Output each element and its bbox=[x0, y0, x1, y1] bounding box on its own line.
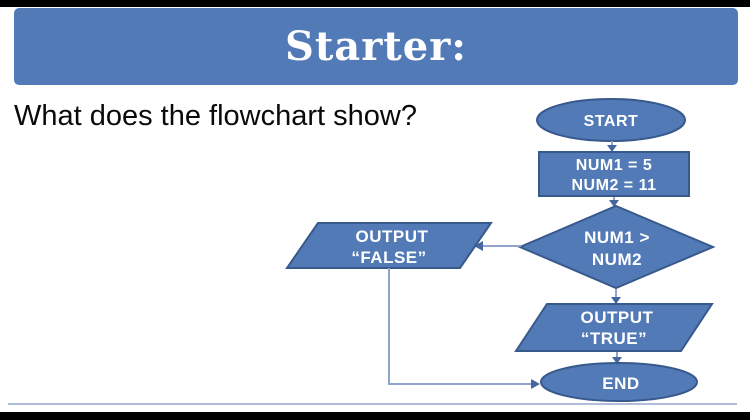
output-false-line1: OUTPUT bbox=[356, 227, 429, 246]
decision-line2: NUM2 bbox=[592, 250, 642, 269]
connector-assign-to-decision bbox=[609, 197, 619, 207]
arrowhead-down-icon bbox=[611, 297, 621, 304]
connector-decision-to-true bbox=[611, 289, 621, 304]
letterbox-top-bar bbox=[0, 0, 750, 7]
flowchart-node-end: END bbox=[540, 362, 698, 402]
flowchart-node-assign: NUM1 = 5 NUM2 = 11 bbox=[538, 151, 690, 197]
output-true-parallelogram-shape bbox=[514, 303, 714, 352]
slide-title: Starter: bbox=[284, 23, 468, 70]
question-text: What does the flowchart show? bbox=[14, 100, 417, 132]
flowchart-node-output-false: OUTPUT “FALSE” bbox=[285, 222, 493, 269]
output-false-line2: “FALSE” bbox=[351, 248, 426, 267]
connector-false-to-end bbox=[388, 268, 540, 389]
flowchart-node-start: START bbox=[536, 98, 686, 142]
assign-line1: NUM1 = 5 bbox=[576, 157, 652, 174]
decision-line1: NUM1 > bbox=[584, 228, 650, 247]
connector-elbow-line bbox=[388, 268, 532, 385]
end-label: END bbox=[602, 374, 639, 393]
flowchart-node-decision: NUM1 > NUM2 bbox=[517, 204, 716, 290]
start-label: START bbox=[584, 113, 639, 130]
letterbox-bottom-bar bbox=[0, 412, 750, 420]
assign-process-shape bbox=[538, 151, 690, 197]
arrowhead-right-icon bbox=[531, 379, 540, 389]
arrowhead-down-icon bbox=[607, 145, 617, 152]
output-false-parallelogram-shape bbox=[285, 222, 493, 269]
arrowhead-down-icon bbox=[612, 357, 622, 364]
connector-decision-to-false bbox=[474, 241, 521, 251]
output-true-line2: “TRUE” bbox=[581, 329, 647, 348]
end-terminator-shape bbox=[540, 362, 698, 402]
output-true-line1: OUTPUT bbox=[581, 308, 654, 327]
decision-diamond-shape bbox=[517, 204, 716, 290]
connector-true-to-end bbox=[612, 352, 622, 364]
title-banner: Starter: bbox=[14, 8, 738, 85]
flowchart-node-output-true: OUTPUT “TRUE” bbox=[514, 303, 714, 352]
connector-start-to-assign bbox=[607, 141, 617, 152]
assign-line2: NUM2 = 11 bbox=[572, 177, 657, 194]
arrowhead-left-icon bbox=[474, 241, 483, 251]
arrowhead-down-icon bbox=[609, 200, 619, 207]
